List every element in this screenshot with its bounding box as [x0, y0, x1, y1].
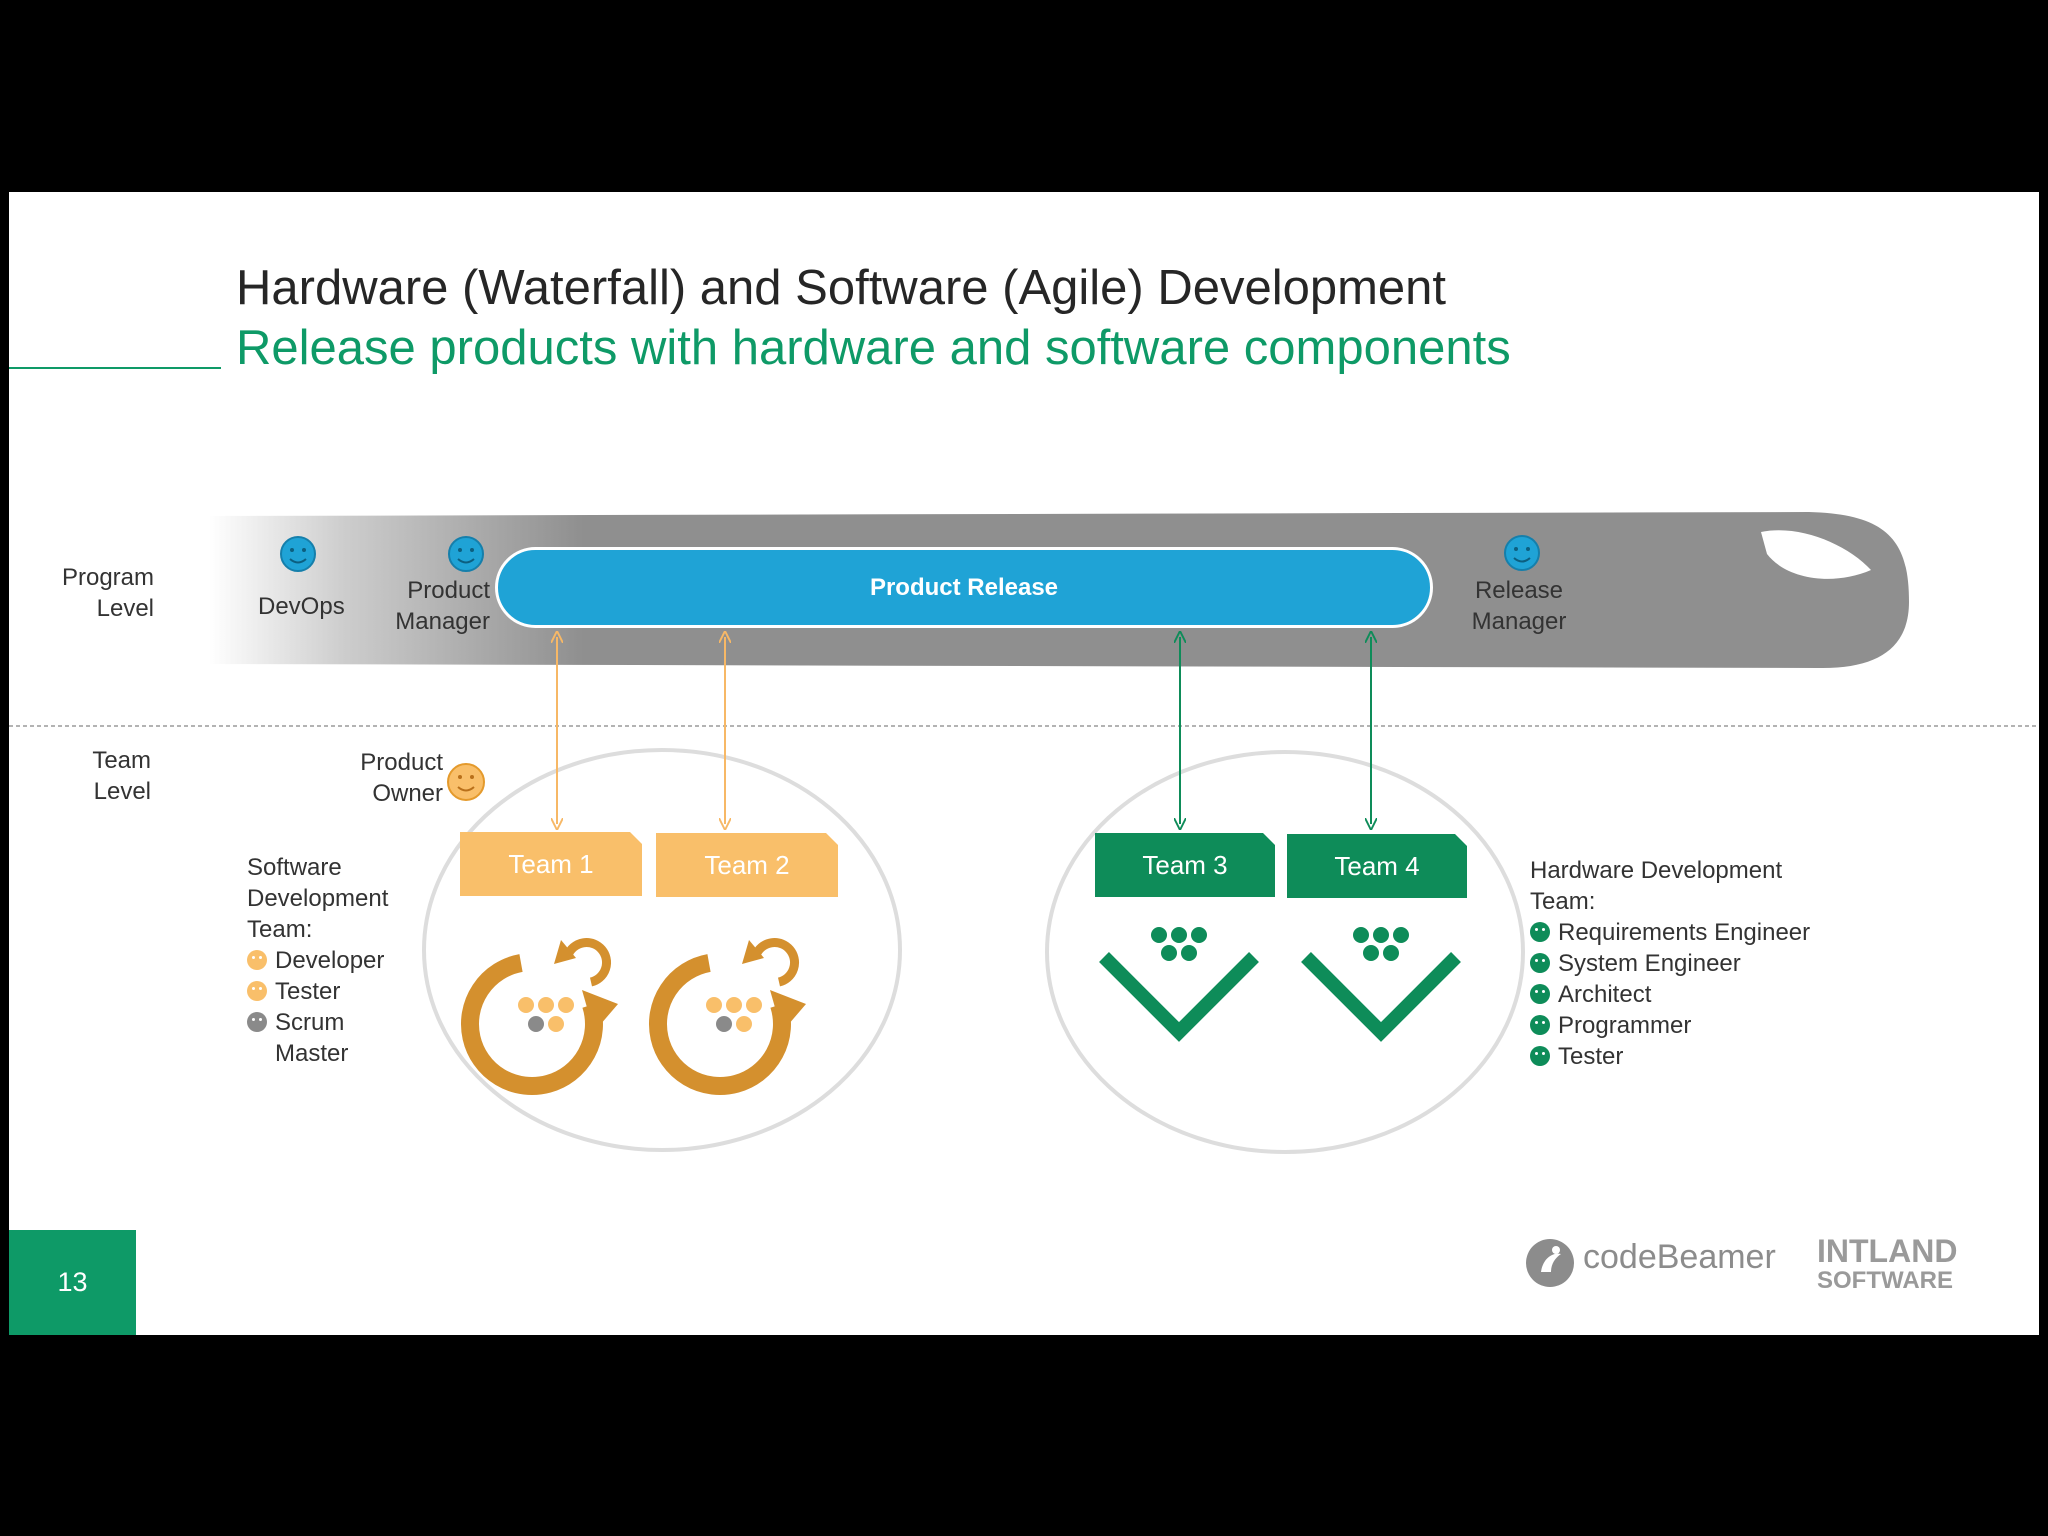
- team-4-tab: Team 4: [1287, 834, 1467, 898]
- pipe-opening: [1761, 530, 1871, 579]
- hardware-teams-circle: [1045, 750, 1525, 1154]
- codebeamer-logo-text: codeBeamer: [1583, 1238, 1776, 1276]
- page-number-box: 13: [9, 1230, 136, 1335]
- software-teams-circle: [422, 748, 902, 1152]
- diagram-graphics: [9, 512, 2039, 1154]
- title-rule: [9, 367, 221, 369]
- release-manager-label: Release Manager: [1471, 577, 1567, 635]
- software-team-heading: Software Development Team:: [247, 854, 389, 943]
- product-owner-smiley-icon: [447, 763, 485, 801]
- programmer-smiley-icon: [1530, 1015, 1550, 1035]
- product-manager-smiley-icon: [448, 536, 484, 572]
- team-2-tab: Team 2: [656, 833, 838, 897]
- intland-software-logo: INTLAND SOFTWARE: [1817, 1233, 1958, 1294]
- release-manager-smiley-icon: [1504, 535, 1540, 571]
- page-number: 13: [57, 1267, 88, 1297]
- iteration-cycle-icon-team-1: [461, 938, 618, 1096]
- product-release-bar: Product Release: [495, 547, 1433, 628]
- devops-smiley-icon: [280, 536, 316, 572]
- system-engineer-smiley-icon: [1530, 953, 1550, 973]
- legend-tester-hw: Tester: [1530, 1041, 1810, 1072]
- slide-subtitle: Release products with hardware and softw…: [236, 321, 1511, 375]
- codebeamer-logo-icon: [1526, 1239, 1574, 1287]
- slide: Hardware (Waterfall) and Software (Agile…: [9, 192, 2039, 1335]
- requirements-engineer-smiley-icon: [1530, 922, 1550, 942]
- software-team-legend: Software Development Team: Developer Tes…: [247, 852, 388, 1069]
- program-level-label: Program Level: [61, 564, 154, 622]
- scrum-master-smiley-icon: [247, 1012, 267, 1032]
- legend-programmer: Programmer: [1530, 1010, 1810, 1041]
- team-1-tab: Team 1: [460, 832, 642, 896]
- hardware-team-heading: Hardware Development Team:: [1530, 857, 1783, 915]
- product-manager-label: Product Manager: [395, 577, 490, 635]
- v-model-icon-team-4: [1301, 927, 1461, 1042]
- devops-label: DevOps: [258, 593, 345, 620]
- legend-architect: Architect: [1530, 979, 1810, 1010]
- hw-tester-smiley-icon: [1530, 1046, 1550, 1066]
- iteration-cycle-icon-team-2: [649, 938, 806, 1096]
- legend-tester: Tester: [247, 976, 388, 1007]
- team-level-label: Team Level: [92, 747, 151, 805]
- architect-smiley-icon: [1530, 984, 1550, 1004]
- legend-developer: Developer: [247, 945, 388, 976]
- slide-title: Hardware (Waterfall) and Software (Agile…: [236, 261, 1447, 315]
- hardware-team-legend: Hardware Development Team: Requirements …: [1530, 855, 1810, 1072]
- legend-system-engineer: System Engineer: [1530, 948, 1810, 979]
- legend-scrum-master: Scrum Master: [247, 1007, 388, 1069]
- developer-smiley-icon: [247, 950, 267, 970]
- legend-requirements-engineer: Requirements Engineer: [1530, 917, 1810, 948]
- team-3-tab: Team 3: [1095, 833, 1275, 897]
- product-owner-label: Product Owner: [360, 749, 443, 807]
- product-release-label: Product Release: [869, 573, 1059, 601]
- tester-smiley-icon: [247, 981, 267, 1001]
- v-model-icon-team-3: [1099, 927, 1259, 1042]
